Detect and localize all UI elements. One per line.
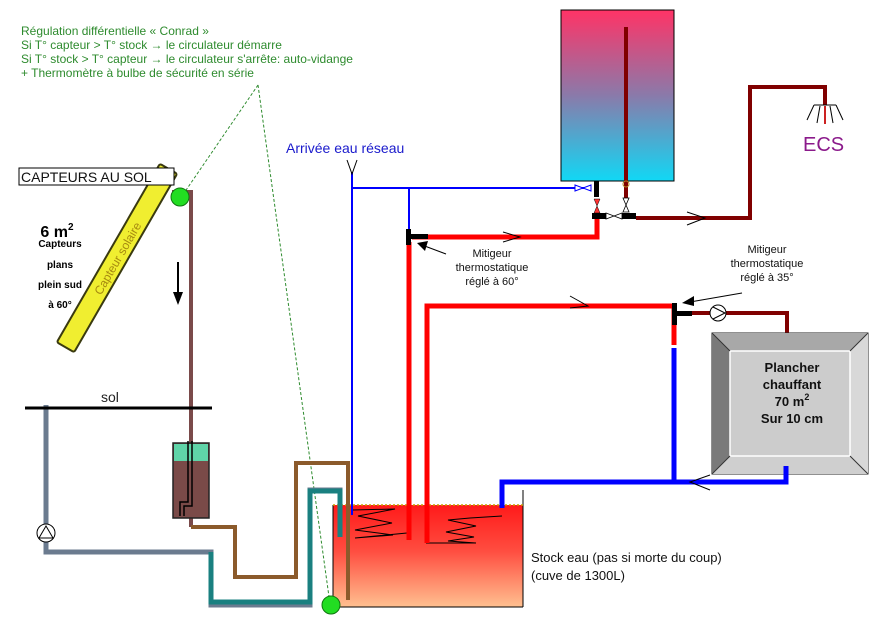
mixer-35-line-3: réglé à 35° bbox=[740, 272, 793, 284]
floor-line-4: Sur 10 cm bbox=[761, 411, 823, 426]
shower-head-icon bbox=[806, 104, 844, 124]
mixer-60-line-2: thermostatique bbox=[456, 262, 529, 274]
storage-label: Stock eau (pas si morte du coup) (cuve d… bbox=[531, 550, 722, 583]
mixer-35-line-1: Mitigeur bbox=[747, 244, 786, 256]
floor-heating-label: Plancher chauffant 70 m2 Sur 10 cm bbox=[761, 360, 823, 426]
floor-line-2: chauffant bbox=[763, 377, 822, 392]
floor-line-1: Plancher bbox=[765, 360, 820, 375]
collector-pump bbox=[36, 523, 56, 543]
flow-arrows bbox=[502, 211, 711, 491]
mixer-60-line-1: Mitigeur bbox=[472, 248, 511, 260]
mixer-35-valve bbox=[672, 292, 743, 325]
storage-sensor bbox=[321, 595, 341, 615]
note-line-2: Si T° capteur > T° stock → le circulateu… bbox=[21, 38, 282, 52]
hot-pipes bbox=[406, 217, 677, 543]
teal-pipe bbox=[208, 488, 343, 605]
floor-line-3: 70 m2 bbox=[775, 392, 810, 409]
collectors-title-box bbox=[18, 167, 175, 186]
storage-line-2: (cuve de 1300L) bbox=[531, 568, 625, 583]
mixer-35-line-2: thermostatique bbox=[731, 258, 804, 270]
collector-desc-4: à 60° bbox=[48, 300, 71, 311]
collector-sensor bbox=[170, 187, 190, 207]
ground-label: sol bbox=[101, 389, 119, 405]
coil-right bbox=[426, 515, 503, 544]
flow-down-arrow bbox=[173, 262, 183, 305]
collector-desc-1: Capteurs bbox=[38, 239, 82, 250]
storage-line-1: Stock eau (pas si morte du coup) bbox=[531, 550, 722, 565]
regulation-note: Régulation différentielle « Conrad » Si … bbox=[21, 24, 353, 80]
note-line-4: + Thermomètre à bulbe de sécurité en sér… bbox=[21, 66, 254, 80]
dhw-tank bbox=[560, 9, 675, 196]
ecs-label: ECS bbox=[803, 134, 844, 156]
panel-label: Capteur solaire bbox=[91, 219, 144, 297]
network-inlet-label: Arrivée eau réseau bbox=[286, 140, 404, 156]
dhw-valves bbox=[574, 180, 636, 220]
mixer-60-label: Mitigeur thermostatique réglé à 60° bbox=[456, 248, 529, 288]
sensor-link-lines bbox=[181, 84, 331, 605]
solar-collector-panel: Capteur solaire bbox=[56, 163, 178, 353]
note-line-3: Si T° stock > T° capteur → le circulateu… bbox=[21, 52, 353, 66]
coil-left bbox=[352, 508, 408, 539]
drainback-vessel bbox=[172, 441, 210, 519]
collector-desc-2: plans bbox=[47, 260, 74, 271]
mixer-60-valve bbox=[406, 229, 447, 255]
mixer-60-line-3: réglé à 60° bbox=[465, 276, 518, 288]
cold-water-pipes bbox=[351, 172, 590, 515]
drainback-pipe bbox=[191, 461, 350, 600]
floor-heating-box bbox=[711, 332, 869, 475]
collector-desc-3: plein sud bbox=[38, 280, 82, 291]
collector-area: 6 m2 bbox=[40, 222, 74, 241]
collectors-title: CAPTEURS AU SOL bbox=[21, 169, 152, 185]
floor-pump bbox=[709, 304, 727, 322]
mixer-35-label: Mitigeur thermostatique réglé à 35° bbox=[731, 244, 804, 284]
collectors-description: 6 m2 Capteurs plans plein sud à 60° bbox=[38, 222, 82, 311]
inlet-arrow bbox=[346, 159, 358, 176]
note-line-1: Régulation différentielle « Conrad » bbox=[21, 24, 209, 38]
